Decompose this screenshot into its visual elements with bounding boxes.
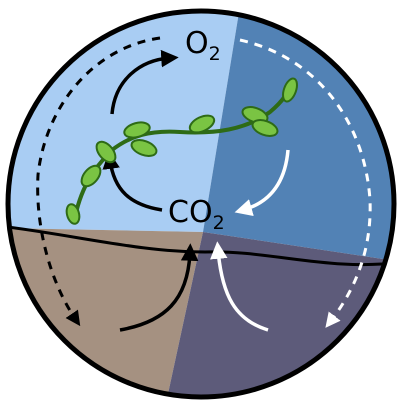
o2-label-main: O <box>185 26 209 61</box>
o2-label: O2 <box>185 26 221 65</box>
leaf <box>188 114 216 134</box>
dashed-arrow-right <box>239 38 372 328</box>
vine-plant-icon <box>65 77 298 225</box>
leaf <box>251 119 279 137</box>
horizon-line <box>8 224 394 267</box>
arrow-to-o2 <box>110 49 179 115</box>
co2-label-main: CO <box>168 195 213 230</box>
leaf <box>80 164 102 188</box>
leaf <box>282 77 298 103</box>
leaf <box>130 139 158 157</box>
arrow-ground-to-co2 <box>119 243 199 332</box>
co2-label-subscript: 2 <box>213 212 225 234</box>
leaf <box>65 203 81 225</box>
arrow-sky-to-co2 <box>234 149 290 217</box>
leaf <box>95 140 117 164</box>
o2-label-subscript: 2 <box>209 43 221 65</box>
globe-outline <box>5 8 397 400</box>
leaf <box>123 121 151 139</box>
dashed-arrow-left <box>36 36 161 327</box>
arrow-co2-to-plant <box>102 151 163 212</box>
leaf <box>241 106 269 124</box>
arrow-dark-ground-to-co2 <box>210 241 269 332</box>
co2-label: CO2 <box>168 195 225 234</box>
